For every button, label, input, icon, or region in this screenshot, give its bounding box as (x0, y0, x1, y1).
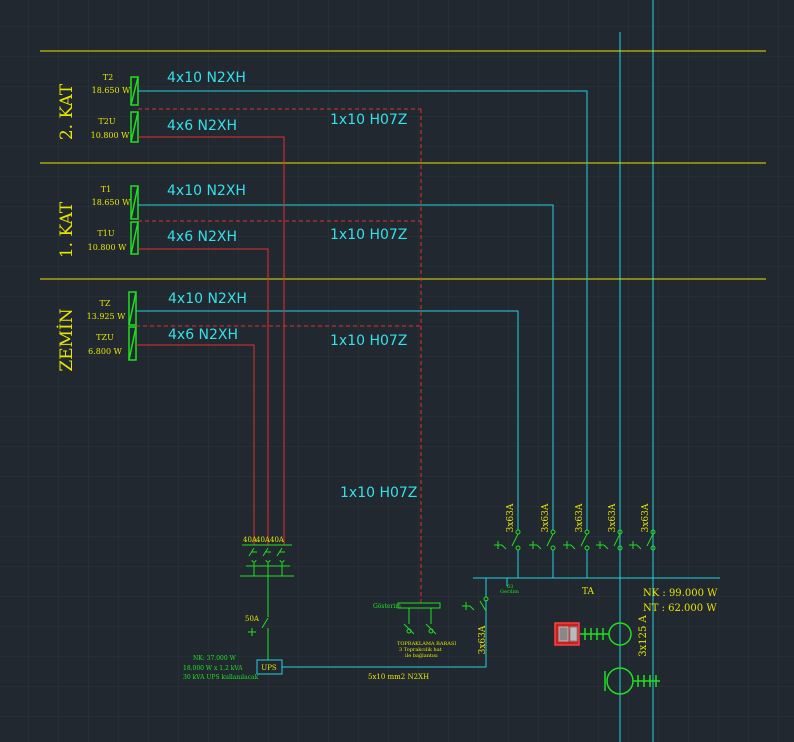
nk-value: NK : 99.000 W (643, 588, 718, 599)
panel-power: 10.800 W (88, 243, 128, 252)
panel-name: TZU (96, 333, 114, 342)
ups-note: NK: 37.000 W (193, 655, 237, 662)
ups-note: 18.000 W x 1.2 kVA (183, 665, 243, 672)
outgoing-breaker: 3x63A (629, 503, 656, 578)
breaker-rating: 40A (243, 536, 258, 544)
ground-cable-label: 1x10 H07Z (330, 227, 407, 243)
earthing-note: ile bağlantısı (405, 652, 438, 659)
outgoing-breaker: 3x63A (596, 503, 623, 578)
panel-name: T1 (101, 185, 111, 194)
feeder-breaker: 3x63A (462, 578, 489, 654)
small-breaker-note: Gerilim (500, 589, 519, 595)
ups-breaker-rating: 50A (245, 615, 260, 623)
feeder-line-t1 (138, 204, 554, 516)
ups-feed-line (282, 600, 487, 668)
feeder-line-t2 (138, 90, 588, 516)
cable-label: 4x10 N2XH (167, 70, 246, 86)
panel-power: 6.800 W (88, 347, 122, 356)
ground-cable-label: 1x10 H07Z (330, 112, 407, 128)
breaker-rating: 40A (270, 536, 285, 544)
breaker-rating: 3x63A (506, 503, 516, 532)
breaker-rating: 3x63A (641, 503, 651, 532)
breaker-rating: 40A (256, 536, 271, 544)
cable-label: 4x6 N2XH (167, 118, 237, 134)
breaker-rating: 3x63A (608, 503, 618, 532)
cable-label: 4x10 N2XH (167, 183, 246, 199)
outgoing-breaker: 3x63A (563, 503, 590, 578)
panel-t1u: T1U 10.800 W (88, 221, 139, 255)
earthing-label: Gösterim (373, 603, 401, 610)
ups-feeder-line-t1u (138, 248, 269, 545)
earthing-busbar: Gösterim TOPRAKLAMA BARASI 3 Toprakcılik… (373, 602, 456, 659)
ups-note: 30 kVA UPS kullanılacak (183, 674, 259, 681)
main-switch: 3x125 A (554, 614, 660, 695)
main-breaker-group: 3x63A 3x63A 3x63A 3x63A 3x63A (494, 503, 656, 578)
panel-tzu: TZU 6.800 W (88, 326, 137, 361)
feeder-line-tz (136, 310, 519, 516)
ground-cable-label: 1x10 H07Z (330, 333, 407, 349)
breaker-rating: 3x63A (575, 503, 585, 532)
panel-tz: TZ 13.925 W (87, 291, 137, 326)
nt-value: NT : 62.000 W (643, 603, 717, 614)
main-panel-label: TA (582, 587, 595, 597)
earthing-note: 3 Toprakcılik hat (399, 647, 442, 653)
ups-label: UPS (261, 664, 277, 672)
main-switch-rating: 3x125 A (638, 614, 649, 656)
panel-power: 10.800 W (91, 131, 131, 140)
ups-feed-cable-label: 5x10 mm2 N2XH (368, 673, 429, 681)
ups-switch: 50A (245, 576, 269, 660)
panel-name: T2 (103, 73, 113, 82)
panel-name: TZ (100, 299, 111, 308)
cable-label: 4x6 N2XH (167, 229, 237, 245)
panel-name: T1U (97, 229, 114, 238)
ups-breaker-group: 40A 40A 40A (240, 536, 294, 577)
small-breaker: 63 Gerilim (500, 578, 519, 595)
cable-label: 4x10 N2XH (168, 291, 247, 307)
floor-label-1-kat: 1. KAT (57, 201, 77, 258)
panel-name: T2U (98, 117, 115, 126)
breaker-rating: 3x63A (478, 625, 488, 654)
outgoing-breaker: 3x63A (494, 503, 521, 578)
breaker-rating: 3x63A (541, 503, 551, 532)
floor-label-zemin: ZEMİN (56, 308, 77, 371)
panel-power: 18.650 W (92, 86, 132, 95)
panel-t1: T1 18.650 W (92, 185, 139, 220)
outgoing-breaker: 3x63A (529, 503, 556, 578)
panel-t2u: T2U 10.800 W (91, 111, 139, 143)
earthing-note: TOPRAKLAMA BARASI (397, 641, 456, 647)
panel-power: 18.650 W (92, 198, 132, 207)
ups-feeder-line-t2u (138, 136, 285, 545)
floor-label-2-kat: 2. KAT (57, 83, 77, 140)
ground-lines (136, 108, 422, 605)
ups-feeder-line-tzu (136, 344, 255, 545)
vertical-ground-cable-label: 1x10 H07Z (340, 485, 417, 501)
small-breaker-rating: 63 (507, 584, 513, 590)
panel-power: 13.925 W (87, 312, 127, 321)
cable-label: 4x6 N2XH (168, 327, 238, 343)
